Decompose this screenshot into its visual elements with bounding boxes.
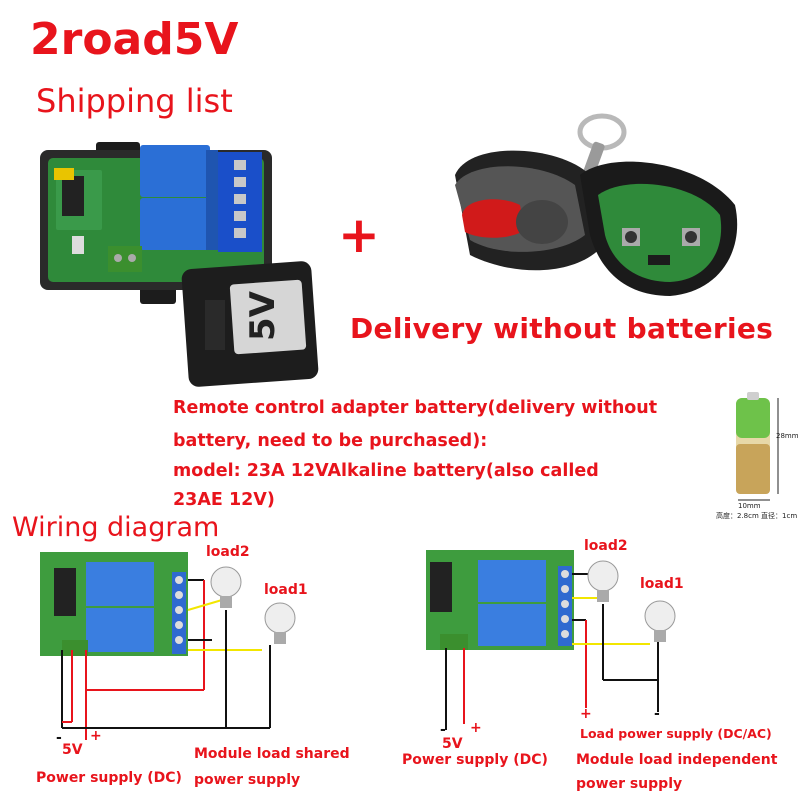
plus-sign: + xyxy=(338,206,380,264)
left-voltage-label: 5V xyxy=(62,742,83,758)
left-load2-bulb xyxy=(210,566,242,608)
page-title: 2road5V xyxy=(30,14,239,65)
left-wiring-diagram xyxy=(40,552,296,740)
right-load1-label: load1 xyxy=(640,576,684,592)
right-wiring-diagram xyxy=(426,550,676,730)
right-load1-bulb xyxy=(644,600,676,642)
left-load2-label: load2 xyxy=(206,544,250,560)
battery-note-line-3: model: 23A 12VAlkaline battery(also call… xyxy=(173,461,599,481)
battery-diameter-label: 10mm xyxy=(738,502,761,510)
shipping-list-heading: Shipping list xyxy=(36,82,233,120)
right-plus-label: + xyxy=(470,720,482,736)
right-load-plus-label: + xyxy=(580,706,592,722)
wiring-diagram-heading: Wiring diagram xyxy=(12,512,220,543)
remote-control-image xyxy=(455,113,738,296)
left-shared-label-line-2: power supply xyxy=(194,772,301,788)
battery-note-line-1: Remote control adapter battery(delivery … xyxy=(173,398,658,418)
right-minus-label: - xyxy=(440,722,446,738)
battery-height-label: 28mm xyxy=(776,432,799,440)
module-cover-image xyxy=(181,261,319,387)
left-power-supply-label: Power supply (DC) xyxy=(36,770,182,786)
right-independent-label-line-1: Module load independent xyxy=(576,752,778,768)
battery-image xyxy=(736,392,779,501)
left-load1-bulb xyxy=(264,602,296,644)
right-load-minus-label: - xyxy=(654,706,660,722)
right-load2-bulb xyxy=(587,560,619,602)
battery-size-caption: 高度：2.8cm 直径：1cm xyxy=(716,512,798,520)
left-plus-label: + xyxy=(90,728,102,744)
right-voltage-label: 5V xyxy=(442,736,463,752)
delivery-note: Delivery without batteries xyxy=(350,312,774,345)
left-minus-label: - xyxy=(56,730,62,746)
battery-note-line-2: battery, need to be purchased): xyxy=(173,431,488,451)
left-shared-label-line-1: Module load shared xyxy=(194,746,350,762)
left-load1-label: load1 xyxy=(264,582,308,598)
relay-module-image xyxy=(40,142,272,304)
battery-note-line-4: 23AE 12V) xyxy=(173,490,275,510)
right-load-power-label: Load power supply (DC/AC) xyxy=(580,726,772,741)
right-load2-label: load2 xyxy=(584,538,628,554)
module-cover-badge: 5V xyxy=(242,291,283,341)
right-power-supply-label: Power supply (DC) xyxy=(402,752,548,768)
right-independent-label-line-2: power supply xyxy=(576,776,683,792)
